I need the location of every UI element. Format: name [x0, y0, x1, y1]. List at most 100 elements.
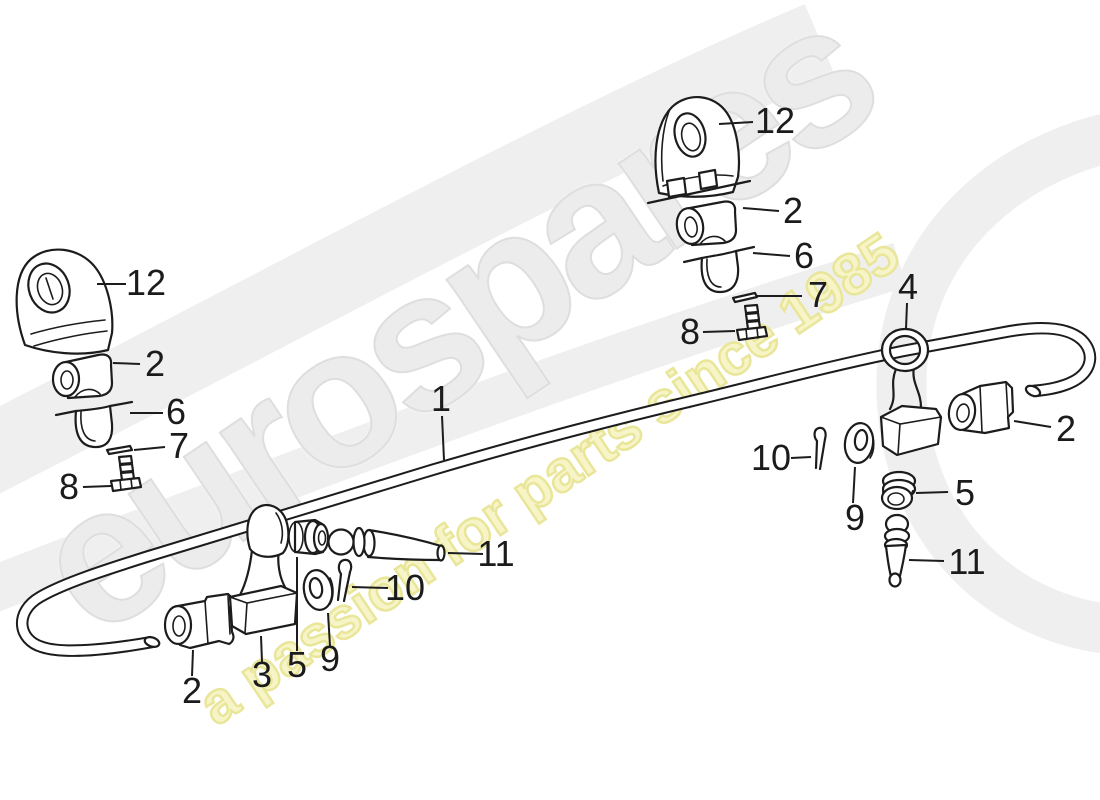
- drop-link-3: [228, 503, 299, 636]
- saddle-inner: [706, 258, 722, 288]
- bushing-step: [979, 381, 1009, 433]
- leader-line-7: [133, 446, 166, 451]
- callout-7: 7: [807, 274, 829, 315]
- callout-4: 4: [897, 266, 919, 307]
- bolt-head-facet: [745, 327, 759, 340]
- washer-9-right: [843, 421, 875, 465]
- leader-line-2: [1013, 420, 1052, 428]
- bar-end-cap-right: [1024, 384, 1042, 398]
- hole-tick: [45, 277, 54, 300]
- bushing-2-barright: [947, 380, 1015, 435]
- bracket-hole: [673, 112, 707, 158]
- callout-5: 5: [954, 472, 976, 513]
- bracket-hole-inner: [36, 272, 64, 306]
- bolt-head: [735, 325, 769, 342]
- bracket-lip: [30, 319, 106, 335]
- leader-line-10: [790, 456, 812, 459]
- grommet-5-right: [880, 470, 917, 511]
- link-block-edges: [229, 592, 298, 634]
- washer-plate: [105, 444, 134, 456]
- link-neck: [888, 367, 898, 411]
- callout-10: 10: [384, 567, 426, 608]
- leader-line-6: [752, 252, 791, 257]
- callout-2: 2: [144, 343, 166, 384]
- leader-line-4: [905, 302, 908, 330]
- leader-line-2: [112, 362, 141, 365]
- leader-line-5: [915, 491, 949, 494]
- grommet-5-left: [288, 518, 330, 556]
- washer-7-left: [105, 444, 134, 456]
- leader-line-8: [702, 330, 736, 333]
- callout-2: 2: [1055, 408, 1077, 449]
- callout-3: 3: [251, 654, 273, 695]
- grommet-back-rim: [288, 521, 304, 553]
- saddle-wing: [108, 400, 134, 408]
- ball-pin-11-left: [327, 526, 446, 562]
- callout-6: 6: [165, 391, 187, 432]
- bolt-8-left: [109, 454, 143, 493]
- bar-tube-fill: [18, 324, 1095, 655]
- bolt-head-facet: [119, 478, 133, 491]
- link-block: [879, 404, 943, 457]
- bushing-bore: [51, 360, 81, 398]
- leader-line-9: [852, 466, 856, 504]
- leader-lines: [82, 121, 1052, 677]
- callout-9: 9: [844, 497, 866, 538]
- leader-line-11: [447, 552, 484, 555]
- bushing-step: [204, 595, 231, 645]
- callout-2: 2: [782, 190, 804, 231]
- drop-link-4: [879, 327, 943, 457]
- pin-ball: [327, 528, 355, 556]
- callout-12: 12: [125, 262, 167, 303]
- bracket-12-left: [15, 248, 114, 355]
- link-eye-highlight: [275, 512, 284, 544]
- bushing-bore-inner: [956, 403, 970, 423]
- bushing-bore-inner: [684, 216, 698, 238]
- washer-hole: [308, 576, 324, 600]
- bolt-head: [109, 476, 143, 493]
- pin-tip: [436, 544, 446, 562]
- stabilizer-bar: [16, 322, 1097, 657]
- leader-line-10: [351, 586, 389, 589]
- saddle-body: [74, 404, 114, 449]
- saddle-wing: [734, 245, 756, 253]
- saddle-wing: [54, 409, 78, 417]
- bushing-2-barleft: [163, 592, 235, 650]
- callout-5: 5: [286, 644, 308, 685]
- cotter-head: [813, 426, 827, 443]
- saddle-inner: [80, 411, 96, 442]
- bushing-slot: [74, 388, 101, 398]
- bracket-lip: [33, 330, 108, 347]
- bushing-bore: [675, 207, 705, 245]
- callout-11: 11: [477, 533, 515, 574]
- link-ring: [880, 327, 930, 373]
- cotter-pin-10-left: [336, 558, 353, 603]
- bar-end-cap-left: [143, 636, 161, 648]
- leader-line-2: [191, 649, 194, 677]
- leader-line-12: [718, 121, 754, 125]
- leader-line-3: [260, 635, 263, 663]
- link-block-edges: [880, 416, 942, 455]
- bushing-bore: [163, 604, 193, 646]
- washer-thickness: [329, 577, 334, 605]
- bushing-body: [960, 380, 1015, 435]
- callout-8: 8: [679, 311, 701, 352]
- grommet-hole: [887, 492, 905, 506]
- cotter-head: [337, 558, 353, 576]
- cotter-legs: [814, 437, 827, 471]
- grommet-face: [312, 522, 330, 554]
- cotter-pin-10-right: [813, 426, 827, 471]
- saddle-wing: [682, 256, 704, 264]
- bracket-inner-edge: [660, 108, 671, 182]
- bushing-bore-inner: [172, 615, 186, 637]
- bushing-2-topcenter: [675, 200, 738, 247]
- leader-line-8: [82, 485, 112, 488]
- callout-12: 12: [754, 100, 796, 141]
- link-neck: [912, 365, 923, 409]
- bracket-tab: [697, 168, 719, 191]
- washer-hole: [853, 428, 869, 452]
- leader-line-1: [441, 415, 445, 461]
- leader-line-11: [908, 559, 945, 562]
